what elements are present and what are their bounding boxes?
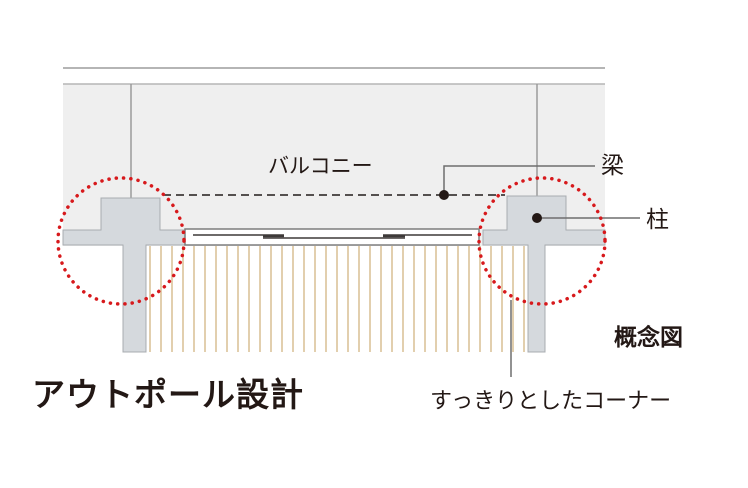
right-corner-highlight [477,176,607,306]
beam-label: 梁 [601,153,624,179]
right-pillar [482,195,606,353]
beam-marker-dot [439,190,449,200]
concept-label: 概念図 [614,325,683,351]
pillar-marker-dot [532,213,542,223]
curtain-stripes [149,246,525,352]
left-corner-highlight [56,176,186,306]
pillar-label: 柱 [646,207,669,233]
left-pillar [62,197,186,353]
diagram-title: アウトポール設計 [32,375,304,414]
corner-label: すっきりとしたコーナー [430,389,672,414]
window-sash [184,228,480,246]
balcony-label: バルコニー [268,154,373,178]
